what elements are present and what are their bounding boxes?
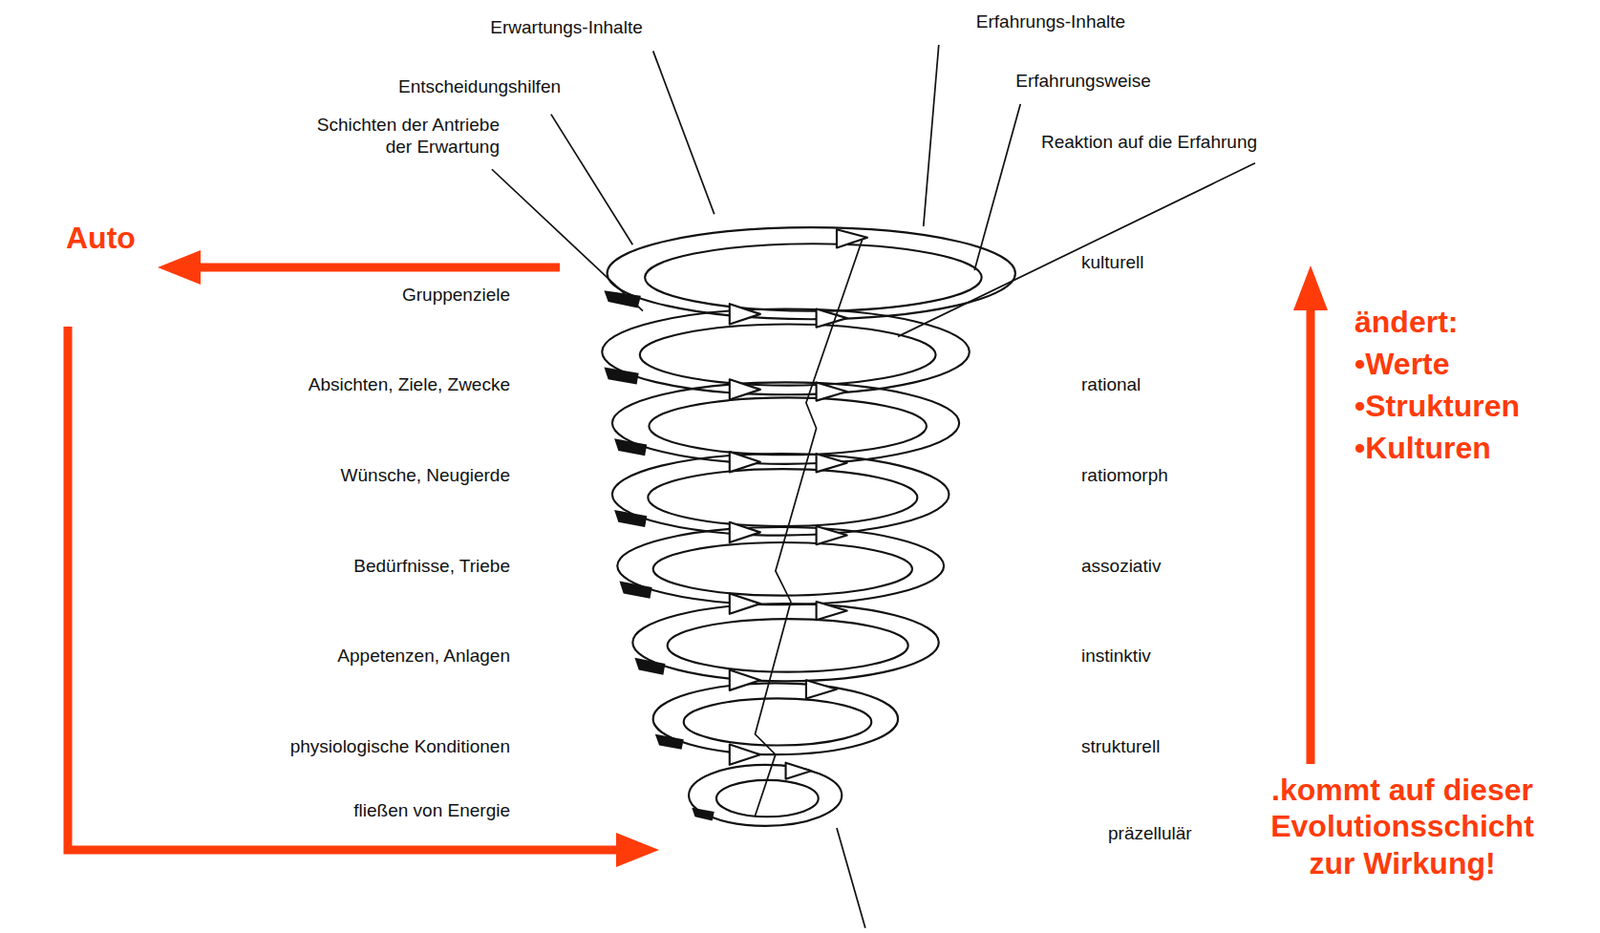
red-bullet: •Strukturen [1354,387,1520,425]
ring-arrowhead [806,680,837,699]
red-arrowhead [1293,265,1328,311]
ring-outer [601,309,970,396]
ring-wedge [634,658,665,676]
ring-arrowhead [729,670,761,691]
red-arrowhead [616,832,660,868]
layer-mode: ratiomorph [1081,465,1169,488]
ring-wedge [603,366,639,384]
top-label: Schichten der Antriebe der Erwartung [294,114,500,159]
red-note: .kommt auf dieser Evolutionsschicht zur … [1244,771,1560,882]
ring-outer [617,527,944,605]
leader-lines [491,44,1256,929]
spiral-wedges [603,290,714,821]
ring-arrowhead [816,601,848,620]
ring-arrowhead [729,744,761,765]
spiral-rings [601,227,1016,827]
leader-line [923,44,939,227]
ring-outer [632,603,939,682]
ring-arrowhead [729,451,761,472]
spiral-arrowheads [729,229,868,780]
layer-drive: physiologische Konditionen [290,736,511,759]
ring-inner [647,469,918,527]
ring-arrowhead [729,593,761,614]
leader-line [974,104,1021,271]
layer-mode: rational [1081,374,1141,397]
layer-drive: Appetenzen, Anlagen [337,645,511,668]
ring-arrowhead [729,303,761,324]
ring-arrowhead [816,526,848,545]
ring-wedge [614,438,647,456]
leader-line [491,169,643,311]
ring-wedge [618,581,652,599]
ring-arrowhead [836,229,868,248]
ring-wedge [691,808,715,822]
ring-outer [653,682,898,755]
ring-arrowhead [786,763,812,780]
top-label: Erfahrungs-Inhalte [976,11,1126,34]
ring-arrowhead [816,453,848,472]
ring-inner [644,243,982,311]
layer-drive: Wünsche, Neugierde [341,465,511,488]
ring-arrowhead [816,309,848,328]
layer-drive: Bedürfnisse, Triebe [353,555,511,578]
red-arrow-group [67,250,1328,868]
red-arrow-shaft [67,326,621,851]
ring-arrowhead [729,379,761,400]
ring-inner [667,618,909,673]
ring-outer [612,453,950,535]
ring-inner [640,324,937,386]
top-label: Erwartungs-Inhalte [490,17,642,40]
top-label: Erfahrungsweise [1015,70,1152,93]
layer-drive: Absichten, Ziele, Zwecke [308,374,511,397]
layer-mode: präzellulär [1108,823,1193,846]
top-label: Entscheidungshilfen [398,76,561,99]
leader-line [653,50,715,214]
ring-arrowhead [729,522,761,543]
layer-mode: assoziativ [1081,555,1161,578]
ring-outer [688,765,842,827]
red-arrow-shaft [191,263,560,273]
red-note: Auto [65,219,136,256]
ring-inner [683,698,873,746]
ring-wedge [655,734,684,750]
ring-inner [716,780,819,817]
ring-inner [648,397,927,455]
leader-line [836,828,866,929]
ring-arrowhead [816,382,848,401]
ring-outer [607,227,1016,320]
top-label: Reaktion auf die Erfahrung [1041,131,1258,154]
layer-drive: fließen von Energie [353,800,511,823]
leader-line [551,114,633,246]
red-arrowhead [157,250,201,285]
red-arrow-shaft [1306,303,1316,765]
layer-mode: instinktiv [1081,645,1152,668]
red-bullet: •Kulturen [1354,429,1492,467]
layer-drive: Gruppenziele [402,284,511,307]
ring-wedge [603,290,640,308]
layer-mode: kulturell [1081,252,1144,275]
ring-wedge [614,510,647,528]
red-note: ändert: [1354,303,1458,341]
axis-line [754,239,862,816]
leader-line [897,163,1256,338]
spiral-axis [754,239,862,816]
layer-mode: strukturell [1081,736,1160,759]
ring-inner [653,542,913,597]
red-bullet: •Werte [1354,345,1451,383]
